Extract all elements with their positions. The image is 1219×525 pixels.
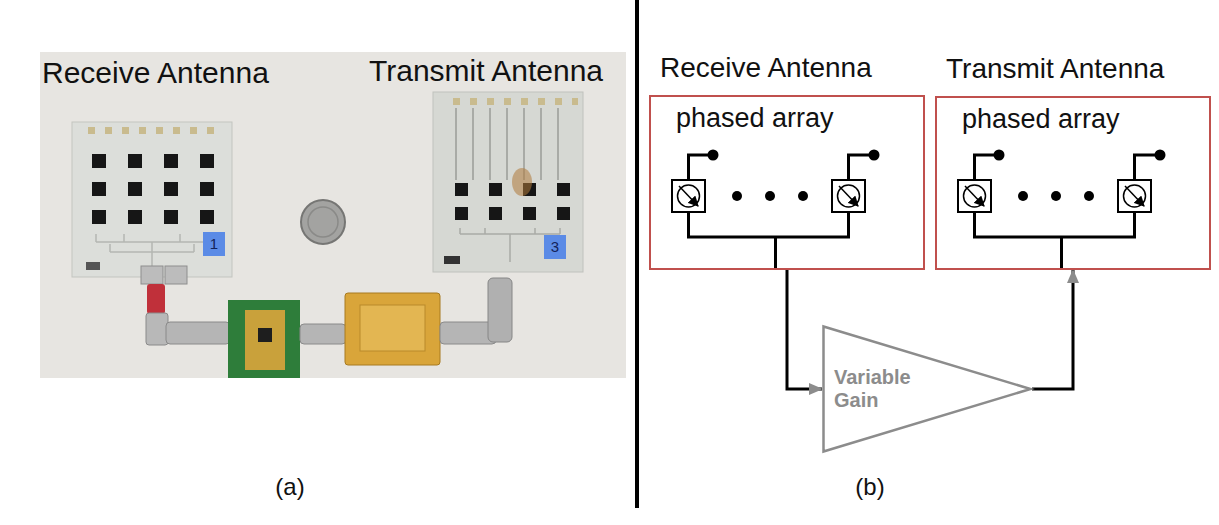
receive-board [72, 122, 232, 277]
antenna-element-dot [869, 150, 880, 161]
photo-background [40, 52, 626, 378]
shifter-circle [678, 185, 700, 207]
panel-divider [635, 0, 639, 508]
amplifier-label: Variable Gain [834, 366, 934, 412]
blue-sticker [203, 232, 225, 256]
signal-connector [787, 270, 822, 389]
shifter-arrow [839, 186, 858, 206]
rf-connector [141, 266, 163, 284]
array-wiring [975, 155, 1161, 270]
control-header [444, 256, 460, 264]
shifter-body [1118, 180, 1151, 212]
photo-label: Receive Antenna [42, 56, 269, 91]
antenna-heading: Receive Antenna [660, 51, 923, 85]
array-label: phased array [962, 103, 1209, 135]
phased-array-box: Transmit Antennaphased array [935, 96, 1211, 270]
amplifier-chip [258, 328, 272, 342]
feed-lines [456, 108, 558, 180]
amplifier-plating [245, 310, 285, 370]
transmit-board [433, 92, 583, 272]
ellipsis-dot [798, 191, 808, 201]
phased-array-box: Receive Antennaphased array [649, 95, 925, 270]
phase-shifter-symbol [958, 180, 991, 212]
shifter-body [672, 180, 705, 212]
antenna-heading: Transmit Antenna [946, 52, 1209, 86]
array-label: phased array [676, 102, 923, 134]
shifter-body [958, 180, 991, 212]
phase-shifter-symbol [672, 180, 705, 212]
feed-network [96, 234, 208, 266]
sma-adapter [300, 324, 346, 344]
board-stain [512, 168, 532, 196]
gain-module-lid [360, 305, 425, 351]
shifter-circle [964, 185, 986, 207]
shifter-circle [1124, 185, 1146, 207]
array-wiring [689, 155, 875, 270]
shifter-body [832, 180, 865, 212]
panel-letter: (b) [855, 473, 884, 501]
board-pads [450, 97, 578, 107]
sma-elbow [488, 278, 512, 342]
coin [301, 200, 345, 244]
signal-connector [1032, 270, 1073, 389]
amplifier-outline-shape [824, 327, 1031, 452]
gain-module [345, 293, 440, 365]
board-pads [84, 126, 220, 136]
ellipsis-dot [1084, 191, 1094, 201]
phase-shifter-symbol [1118, 180, 1151, 212]
amplifier-triangle: Variable Gain [822, 325, 1032, 453]
amplifier-board [228, 300, 300, 378]
red-cable [147, 284, 165, 314]
control-header [86, 262, 100, 270]
sma-adapter [146, 313, 168, 345]
ellipsis-dot [1051, 191, 1061, 201]
shifter-arrow [965, 186, 984, 206]
ellipsis-dot [1018, 191, 1028, 201]
sticker-number: 3 [551, 238, 559, 255]
antenna-element-dot [1155, 150, 1166, 161]
ellipsis-dot [732, 191, 742, 201]
shifter-arrow [1125, 186, 1144, 206]
photo-label: Transmit Antenna [369, 54, 603, 89]
coin-relief [308, 207, 338, 237]
antenna-element-dot [994, 150, 1005, 161]
panel-letter: (a) [275, 473, 304, 501]
patch-elements [82, 148, 226, 232]
sticker-number: 1 [210, 235, 218, 252]
shifter-circle [838, 185, 860, 207]
blue-sticker [544, 235, 566, 259]
sma-adapter [166, 322, 230, 344]
shifter-arrow [679, 186, 698, 206]
antenna-element-dot [708, 150, 719, 161]
ellipsis-dot [765, 191, 775, 201]
phase-shifter-symbol [832, 180, 865, 212]
rf-connector [165, 266, 187, 284]
